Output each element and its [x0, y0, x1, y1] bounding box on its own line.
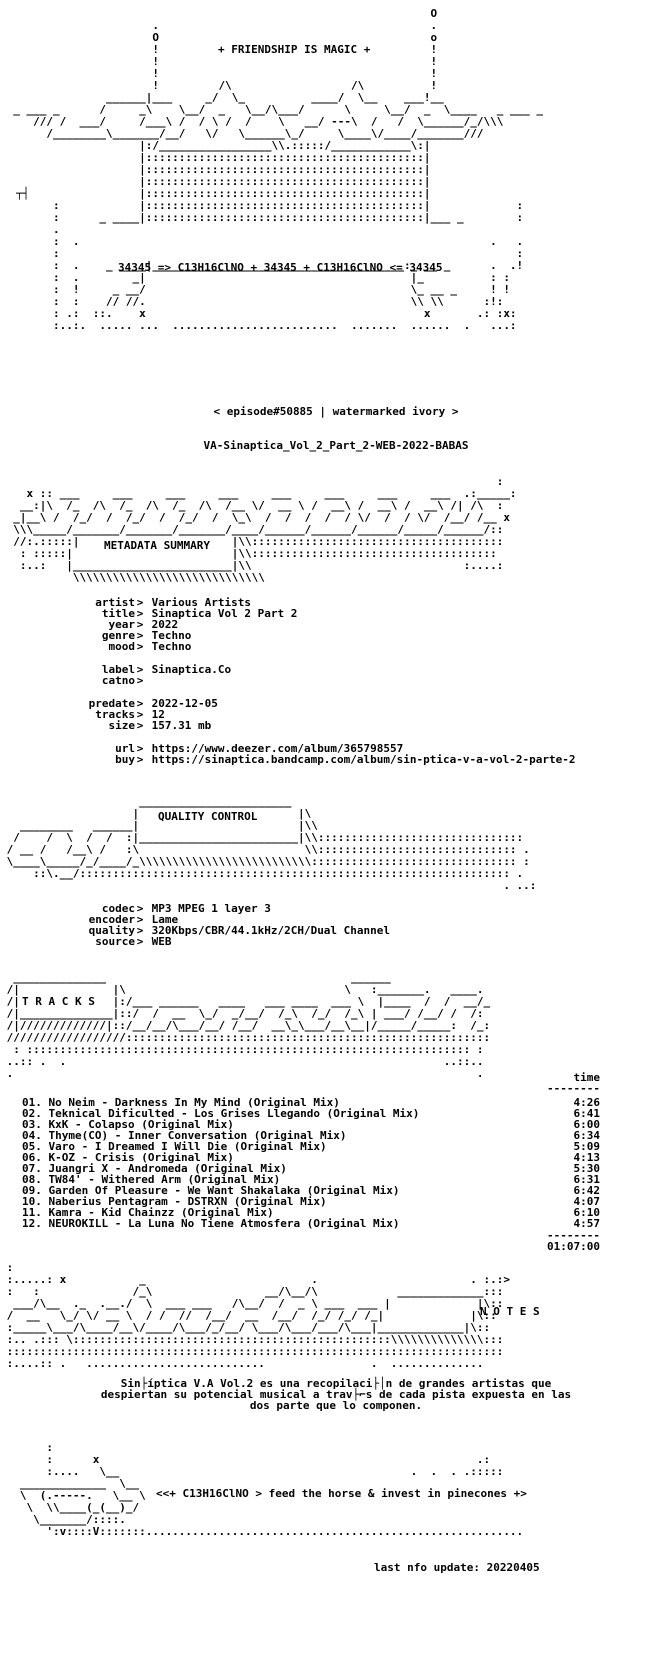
buy-link[interactable]: https://sinaptica.bandcamp.com/album/sin… — [151, 753, 576, 766]
track-time: 4:26 — [573, 1096, 601, 1109]
track-title: 11. Kamra - Kid Chainzz (Original Mix) — [22, 1206, 274, 1219]
tracks-banner-art: ______________ ______ /| |\ \ :_______. … — [6, 972, 491, 1080]
quality-banner-art: _______________________ | |\ ________ __… — [6, 796, 537, 892]
total-rule: -------- — [547, 1229, 600, 1242]
tracks-heading: T R A C K S — [22, 995, 95, 1008]
track-time: 5:09 — [573, 1140, 601, 1153]
track-title: 03. KxK - Colapso (Original Mix) — [22, 1118, 234, 1131]
time-header: time — [573, 1071, 601, 1084]
meta-artist: artist> Various Artists — [95, 596, 251, 609]
meta-catno: catno> — [101, 674, 144, 687]
track-title: 07. Juangri X - Andromeda (Original Mix) — [22, 1162, 287, 1175]
track-title: 01. No Neim - Darkness In My Mind (Origi… — [22, 1096, 340, 1109]
meta-genre: genre> Techno — [101, 629, 192, 642]
meta-predate: predate> 2022-12-05 — [88, 697, 218, 710]
track-title: 10. Naberius Pentagram - DSTRXN (Origina… — [22, 1195, 327, 1208]
header-formula: 34345 => C13H16ClNO + 34345 + C13H16ClNO… — [118, 261, 443, 274]
notes-line-1: Sin├íptica V.A Vol.2 es una recopilaci├│… — [120, 1377, 552, 1390]
track-time: 6:34 — [573, 1129, 601, 1142]
track-time: 4:07 — [573, 1195, 601, 1208]
notes-line-3: dos parte que lo componen. — [249, 1399, 423, 1412]
footer-update: last nfo update: 20220405 — [374, 1561, 540, 1574]
meta-mood: mood> Techno — [108, 640, 192, 653]
track-time: 6:10 — [573, 1206, 601, 1219]
meta-title: title> Sinaptica Vol 2 Part 2 — [101, 607, 298, 620]
footer-horse-art: : : x .: :.... \__ . . . .::::: ________… — [19, 1442, 524, 1538]
meta-year: year> 2022 — [108, 618, 179, 631]
track-title: 04. Thyme(CO) - Inner Conversation (Orig… — [22, 1129, 347, 1142]
qc-codec: codec> MP3 MPEG 1 layer 3 — [101, 902, 271, 915]
track-title: 12. NEUROKILL - La Luna No Tiene Atmosfe… — [22, 1217, 400, 1230]
notes-line-2: despiertan su potencial musical a trav├⌐… — [100, 1388, 572, 1401]
track-time: 6:41 — [573, 1107, 601, 1120]
notes-banner-art: : :.....: x _ . . :.:> : : /_\ __/\__/\ … — [6, 1262, 510, 1370]
track-time: 4:13 — [573, 1151, 601, 1164]
header-pony-art: O . . O o ! — [13, 8, 544, 332]
track-title: 05. Varo - I Dreamed I Will Die (Origina… — [22, 1140, 327, 1153]
qc-source: source> WEB — [95, 935, 172, 948]
track-title: 09. Garden Of Pleasure - We Want Shakala… — [22, 1184, 400, 1197]
meta-label: label> Sinaptica.Co — [101, 663, 232, 676]
url-link[interactable]: https://www.deezer.com/album/365798557 — [151, 742, 404, 755]
qc-quality: quality> 320Kbps/CBR/44.1kHz/2CH/Dual Ch… — [88, 924, 391, 937]
track-time: 6:31 — [573, 1173, 601, 1186]
track-time: 5:30 — [573, 1162, 601, 1175]
meta-tracks: tracks> 12 — [95, 708, 165, 721]
footer-feed: <<+ C13H16ClNO > feed the horse & invest… — [156, 1487, 527, 1500]
notes-heading: N O T E S — [480, 1305, 540, 1318]
quality-heading: QUALITY CONTROL — [158, 810, 258, 823]
meta-size: size> 157.31 mb — [108, 719, 212, 732]
track-title: 06. K-OZ - Crisis (Original Mix) — [22, 1151, 234, 1164]
track-title: 02. Teknical Dificulted - Los Grises Lle… — [22, 1107, 420, 1120]
meta-url[interactable]: url> https://www.deezer.com/album/365798… — [115, 742, 404, 755]
release-name: VA-Sinaptica_Vol_2_Part_2-WEB-2022-BABAS — [203, 439, 469, 452]
episode-line: < episode#50885 | watermarked ivory > — [213, 405, 459, 418]
track-title: 08. TW84' - Withered Arm (Original Mix) — [22, 1173, 281, 1186]
meta-buy[interactable]: buy> https://sinaptica.bandcamp.com/albu… — [115, 753, 576, 766]
track-time: 4:57 — [573, 1217, 601, 1230]
metadata-heading: METADATA SUMMARY — [104, 539, 210, 552]
qc-encoder: encoder> Lame — [88, 913, 179, 926]
time-rule: -------- — [547, 1082, 600, 1095]
corner-glyph: ┬┤ — [16, 187, 30, 200]
header-tagline: + FRIENDSHIP IS MAGIC + — [218, 43, 371, 56]
track-time: 6:42 — [573, 1184, 601, 1197]
track-time: 6:00 — [573, 1118, 601, 1131]
metadata-banner-art: : x :: ___ ___ ___ ___ ___ ___ ___ ___ .… — [13, 476, 517, 584]
total-time: 01:07:00 — [547, 1240, 600, 1253]
